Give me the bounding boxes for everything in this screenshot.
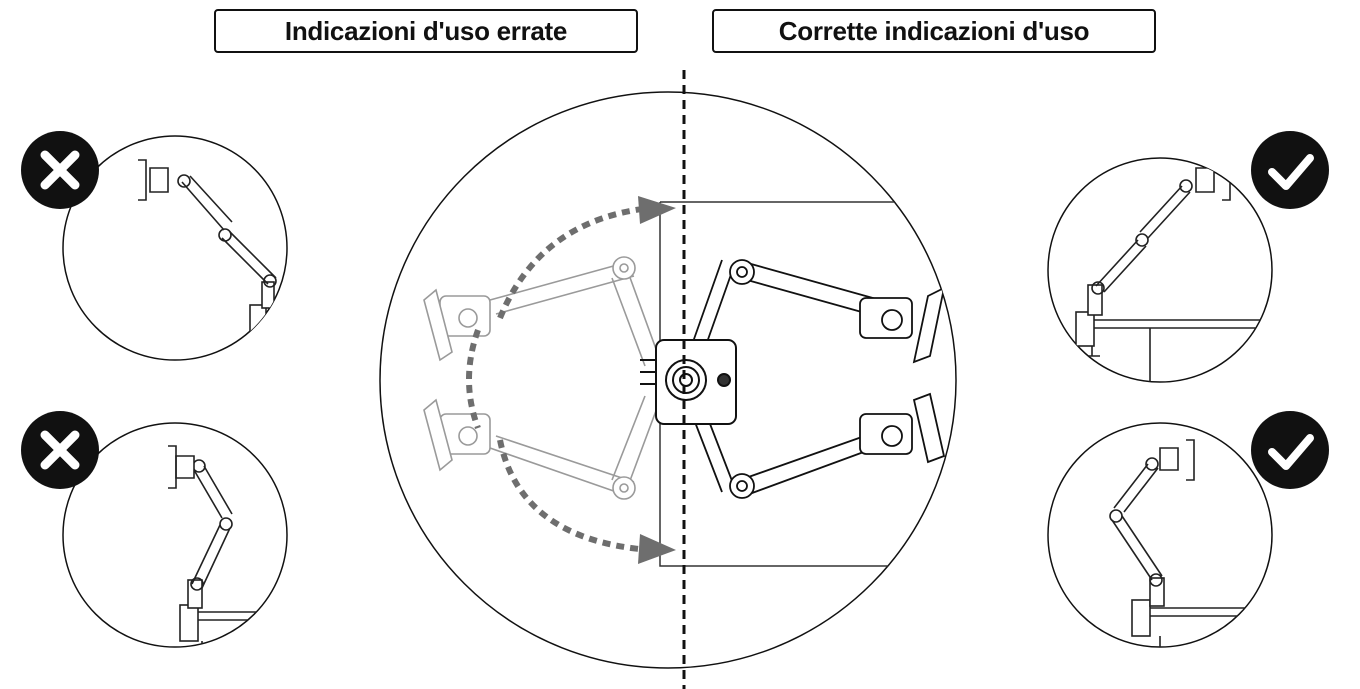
rotation-arrowhead-lower (638, 534, 676, 564)
rotation-arrow-upper (497, 205, 651, 320)
wrong-usage-label: Indicazioni d'uso errate (214, 9, 638, 53)
base-plate (640, 339, 737, 425)
faded-arm-lower (423, 395, 661, 500)
correct-arm-upper (687, 259, 946, 364)
correct-example-top (1047, 157, 1273, 383)
wrong-usage-text: Indicazioni d'uso errate (284, 15, 568, 46)
x-mark-icon (21, 131, 99, 209)
wrong-example-bottom (62, 422, 288, 648)
rotation-arrowhead-upper (638, 196, 676, 224)
correct-usage-label: Corrette indicazioni d'uso (712, 9, 1156, 53)
correct-usage-text: Corrette indicazioni d'uso (778, 15, 1090, 46)
top-view-diagram (379, 91, 957, 669)
rotation-arrow-lower (497, 439, 651, 553)
correct-example-bottom (1047, 422, 1273, 648)
check-mark-icon (1251, 131, 1329, 209)
faded-arm-upper (423, 256, 661, 367)
correct-arm-lower (687, 392, 946, 499)
rotation-arc-middle (466, 328, 481, 430)
check-mark-icon (1251, 411, 1329, 489)
x-mark-icon (21, 411, 99, 489)
